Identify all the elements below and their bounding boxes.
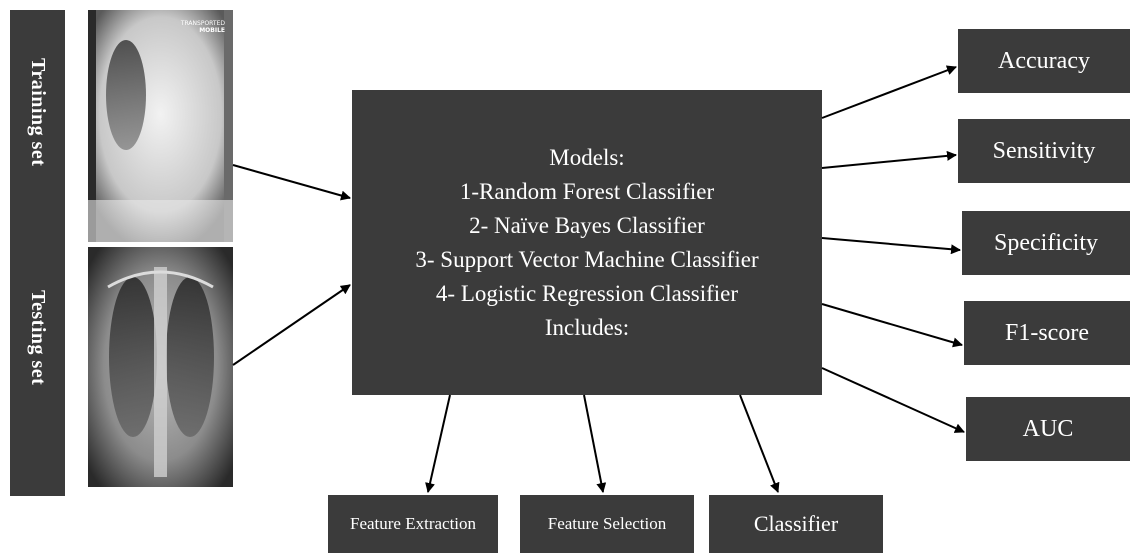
arrow-to-sensitivity <box>821 150 957 169</box>
arrow-to-feature-selection <box>583 394 607 493</box>
arrow-to-feature-extraction <box>425 394 451 493</box>
component-feature-selection: Feature Selection <box>520 495 694 553</box>
arrow-to-specificity <box>821 237 961 255</box>
arrow-to-auc <box>821 367 965 433</box>
model-item: 2- Naïve Bayes Classifier <box>469 212 705 238</box>
xray-caption: TRANSPORTED MOBILE <box>180 20 225 34</box>
chest-xray-graphic <box>88 10 233 242</box>
training-set-label: Training set <box>27 58 49 167</box>
metric-accuracy: Accuracy <box>958 29 1130 93</box>
dataset-label-bar: Training set Testing set <box>10 10 65 496</box>
model-item: 1-Random Forest Classifier <box>459 178 715 204</box>
model-item: 4- Logistic Regression Classifier <box>435 280 739 306</box>
chest-xray-graphic <box>88 247 233 487</box>
metric-f1-score: F1-score <box>964 301 1130 365</box>
models-box: Models: 1-Random Forest Classifier 2- Na… <box>352 90 822 395</box>
metric-auc: AUC <box>966 397 1130 461</box>
metric-specificity: Specificity <box>962 211 1130 275</box>
training-xray-image: TRANSPORTED MOBILE <box>88 10 233 242</box>
arrow-to-accuracy <box>821 65 957 119</box>
arrow-training-to-models <box>232 164 351 201</box>
testing-set-label: Testing set <box>27 290 49 386</box>
arrow-to-classifier <box>739 394 780 493</box>
model-item: 3- Support Vector Machine Classifier <box>415 246 759 272</box>
testing-xray-image <box>88 247 233 487</box>
models-footer: Includes: <box>544 314 630 340</box>
models-heading: Models: <box>549 144 625 170</box>
metric-sensitivity: Sensitivity <box>958 119 1130 183</box>
component-feature-extraction: Feature Extraction <box>328 495 498 553</box>
component-classifier: Classifier <box>709 495 883 553</box>
arrow-to-f1-score <box>821 303 963 348</box>
arrow-testing-to-models <box>232 284 351 366</box>
